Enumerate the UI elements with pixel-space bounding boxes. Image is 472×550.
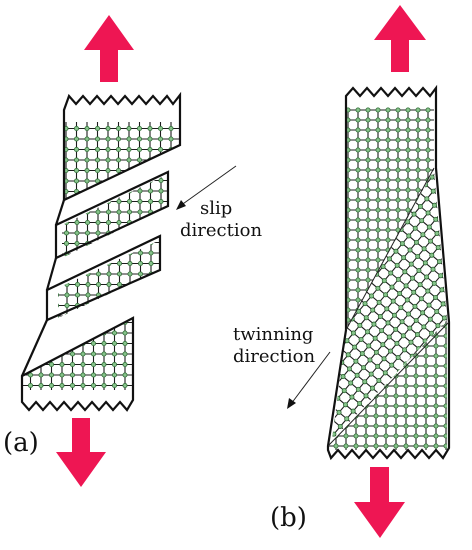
slip-label-line-1: slip <box>200 198 232 219</box>
panel-a-arrow-up-icon <box>84 15 134 82</box>
twin-boundary-lower <box>327 321 450 447</box>
panel-b-arrow-down-icon <box>354 467 405 538</box>
panel-a-step-1 <box>54 199 66 226</box>
slip-direction-arrowhead-icon <box>176 200 186 210</box>
panel-a-top-block <box>62 91 182 202</box>
panel-b-label: (b) <box>270 503 307 533</box>
panel-b-twinning: twinning direction (b) <box>233 5 451 538</box>
twinning-direction-arrowhead-icon <box>287 398 296 409</box>
panel-b-specimen-outline <box>326 84 451 461</box>
panel-a-bottom-block <box>20 316 135 412</box>
panel-a-slip: slip direction (a) <box>3 15 262 487</box>
slip-direction-pointer <box>179 165 237 207</box>
panel-b-lattice <box>328 107 447 450</box>
panel-a-label: (a) <box>3 428 39 458</box>
panel-a-lattice <box>22 122 180 390</box>
panel-a-step-2 <box>45 257 58 291</box>
panel-a-arrow-down-icon <box>56 418 106 487</box>
panel-a-slip-block-2 <box>45 234 162 322</box>
panel-a-slip-block-1 <box>54 170 170 260</box>
twinning-label-line-2: direction <box>233 346 315 367</box>
twin-boundary-upper <box>345 167 435 331</box>
panel-a-step-3 <box>20 319 49 377</box>
panel-b-arrow-up-icon <box>374 5 426 72</box>
slip-label-line-2: direction <box>180 220 262 241</box>
twinning-label-line-1: twinning <box>233 324 313 345</box>
twinning-direction-pointer <box>290 351 331 405</box>
